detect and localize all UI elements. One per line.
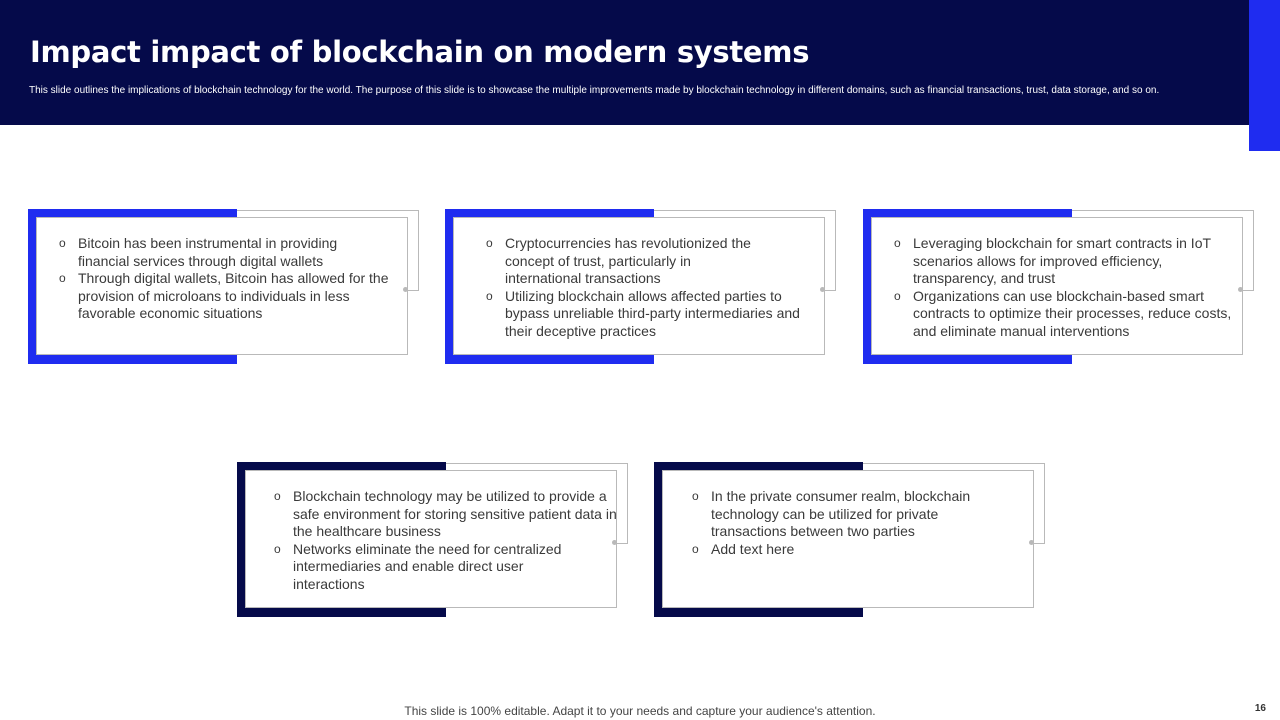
info-card-1: o Bitcoin has been instrumental in provi… [28, 209, 420, 365]
connector-dot [612, 540, 617, 545]
bullet-item: o Cryptocurrencies has revolutionized th… [486, 235, 765, 288]
bullet-text: Cryptocurrencies has revolutionized the … [505, 235, 751, 287]
card-panel: o In the private consumer realm, blockch… [662, 470, 1034, 608]
connector-dot [403, 287, 408, 292]
bullet-marker: o [274, 489, 281, 503]
card-panel: o Leveraging blockchain for smart contra… [871, 217, 1243, 355]
bullet-text: Leveraging blockchain for smart contract… [913, 235, 1211, 287]
bullet-item: o Blockchain technology may be utilized … [274, 488, 623, 541]
bullet-marker: o [894, 236, 901, 250]
connector-dot [1029, 540, 1034, 545]
bullet-marker: o [692, 489, 699, 503]
card-panel: o Bitcoin has been instrumental in provi… [36, 217, 408, 355]
bullet-marker: o [274, 541, 281, 556]
bullet-text: Through digital wallets, Bitcoin has all… [78, 270, 389, 322]
bullet-text: In the private consumer realm, blockchai… [711, 488, 971, 540]
bullet-list: o Bitcoin has been instrumental in provi… [59, 235, 397, 323]
connector-dot [1238, 287, 1243, 292]
header-banner: Impact impact of blockchain on modern sy… [0, 0, 1249, 125]
bullet-marker: o [692, 541, 699, 556]
card-panel: o Cryptocurrencies has revolutionized th… [453, 217, 825, 355]
bullet-text: Utilizing blockchain allows affected par… [505, 287, 800, 339]
info-card-3: o Leveraging blockchain for smart contra… [863, 209, 1255, 365]
bullet-item: o Through digital wallets, Bitcoin has a… [59, 270, 398, 323]
slide-title: Impact impact of blockchain on modern sy… [30, 35, 810, 69]
bullet-text: Blockchain technology may be utilized to… [293, 488, 617, 540]
bullet-item: o Organizations can use blockchain-based… [894, 288, 1248, 341]
card-panel: o Blockchain technology may be utilized … [245, 470, 617, 608]
bullet-marker: o [486, 288, 493, 303]
bullet-text: Add text here [711, 540, 795, 557]
connector-dot [820, 287, 825, 292]
slide-subtitle: This slide outlines the implications of … [29, 85, 1160, 96]
bullet-list: o Leveraging blockchain for smart contra… [894, 235, 1232, 341]
bullet-text: Networks eliminate the need for centrali… [293, 540, 562, 592]
bullet-item: o Utilizing blockchain allows affected p… [486, 288, 825, 341]
bullet-text: Bitcoin has been instrumental in providi… [78, 235, 338, 269]
bullet-marker: o [59, 236, 66, 250]
bullet-item: o Bitcoin has been instrumental in provi… [59, 235, 378, 270]
bullet-item: o In the private consumer realm, blockch… [692, 488, 1011, 541]
info-card-5: o In the private consumer realm, blockch… [654, 462, 1046, 618]
info-card-2: o Cryptocurrencies has revolutionized th… [445, 209, 837, 365]
bullet-list: o In the private consumer realm, blockch… [692, 488, 1023, 558]
bullet-list: o Blockchain technology may be utilized … [274, 488, 617, 594]
bullet-marker: o [59, 271, 66, 286]
bullet-list: o Cryptocurrencies has revolutionized th… [486, 235, 814, 341]
corner-accent-bar [1249, 0, 1280, 151]
footer-note: This slide is 100% editable. Adapt it to… [404, 704, 876, 718]
bullet-item: o Networks eliminate the need for centra… [274, 541, 593, 594]
bullet-item: o Leveraging blockchain for smart contra… [894, 235, 1233, 288]
bullet-marker: o [486, 236, 493, 250]
page-number: 16 [1254, 703, 1266, 714]
bullet-item: o Add text here [692, 541, 1011, 559]
info-card-4: o Blockchain technology may be utilized … [237, 462, 629, 618]
bullet-marker: o [894, 288, 901, 303]
bullet-text: Organizations can use blockchain-based s… [913, 287, 1232, 339]
